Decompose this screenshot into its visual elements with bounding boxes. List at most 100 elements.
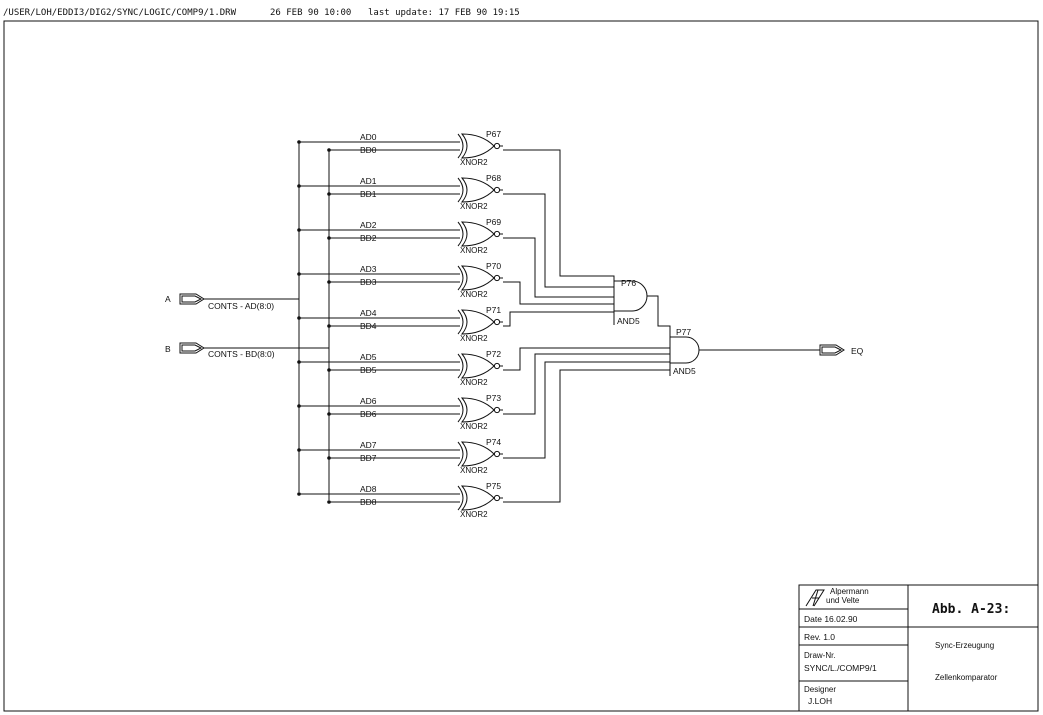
gate-type-p77: AND5 [673,366,696,376]
xnor-back-arc [457,221,464,247]
last-update: last update: 17 FEB 90 19:15 [368,8,520,18]
signal-label-a: AD7 [360,440,377,450]
inversion-bubble [493,142,501,150]
xnor-back-arc [457,485,464,511]
input-port-b: B CONTS - BD(8:0) [165,342,329,359]
xnor-back-arc [457,133,464,159]
signal-label-a: AD0 [360,132,377,142]
gate-type: XNOR2 [460,290,488,299]
port-arrow-a-inner [181,295,203,303]
and-gate-p77: P77 AND5 [669,327,700,376]
output-port-eq: EQ [819,344,864,356]
inversion-bubble [493,274,501,282]
inversion-bubble [493,230,501,238]
gate-name-p76: P76 [621,278,636,288]
signal-label-a: AD8 [360,484,377,494]
bus-label-a: CONTS - AD(8:0) [208,301,274,311]
xnor-body [460,397,495,423]
port-arrow-a [179,293,205,305]
and-body-p77 [669,336,700,364]
gate-name: P69 [486,217,501,227]
xnor-body [460,265,495,291]
gate-name: P74 [486,437,501,447]
signal-label-b: BD8 [360,497,377,507]
draw-nr-label: Draw-Nr. [804,651,836,660]
signal-label-a: AD6 [360,396,377,406]
gate-type-p76: AND5 [617,316,640,326]
wiring [503,149,820,503]
signal-label-a: AD3 [360,264,377,274]
signal-label-b: BD5 [360,365,377,375]
input-port-a: A CONTS - AD(8:0) [165,293,299,311]
gate-type: XNOR2 [460,422,488,431]
signal-label-a: AD1 [360,176,377,186]
signal-label-b: BD3 [360,277,377,287]
signal-label-a: AD4 [360,308,377,318]
signal-label-b: BD6 [360,409,377,419]
port-arrow-eq [819,344,845,356]
gate-name: P68 [486,173,501,183]
company-line-1: Alpermann [830,587,869,596]
xnor-body [460,221,495,247]
xnor-back-arc [457,353,464,379]
date-field: Date 16.02.90 [804,614,858,624]
xnor-body [460,441,495,467]
inversion-bubble [493,362,501,370]
rev-field: Rev. 1.0 [804,632,835,642]
xnor-body [460,133,495,159]
gate-type: XNOR2 [460,510,488,519]
figure-number: Abb. A-23: [932,602,1010,617]
port-label-eq: EQ [851,346,864,356]
xnor-back-arc [457,309,464,335]
xnor-body [460,353,495,379]
xnor-back-arc [457,397,464,423]
signal-label-a: AD2 [360,220,377,230]
signal-label-b: BD0 [360,145,377,155]
inversion-bubble [493,494,501,502]
plot-date: 26 FEB 90 10:00 [270,8,351,18]
xnor-body [460,309,495,335]
company-logo [805,589,825,607]
designer-value: J.LOH [808,696,832,706]
bus-label-b: CONTS - BD(8:0) [208,349,275,359]
port-label-a: A [165,294,171,304]
gate-type: XNOR2 [460,202,488,211]
xnor-gate-stack: AD0BD0P67XNOR2AD1BD1P68XNOR2AD2BD2P69XNO… [297,129,503,519]
gate-name: P75 [486,481,501,491]
inversion-bubble [493,450,501,458]
xnor-body [460,177,495,203]
gate-type: XNOR2 [460,158,488,167]
title-block: Alpermann und Velte Date 16.02.90 Rev. 1… [798,584,1039,712]
and-body-p76 [613,280,648,312]
inversion-bubble [493,186,501,194]
xnor-back-arc [457,441,464,467]
inversion-bubble [493,406,501,414]
xnor-back-arc [457,177,464,203]
gate-name: P72 [486,349,501,359]
gate-name: P70 [486,261,501,271]
gate-name: P71 [486,305,501,315]
gate-name: P67 [486,129,501,139]
gate-type: XNOR2 [460,246,488,255]
draw-nr-value: SYNC/L./COMP9/1 [804,663,877,673]
inversion-bubble [493,318,501,326]
company-line-2: und Velte [826,596,860,605]
signal-label-b: BD1 [360,189,377,199]
signal-label-b: BD7 [360,453,377,463]
and-gate-p76: P76 AND5 [613,278,648,326]
drawing-title-1: Sync-Erzeugung [935,641,994,650]
gate-name: P73 [486,393,501,403]
drawing-title-2: Zellenkomparator [935,673,998,682]
gate-type: XNOR2 [460,378,488,387]
signal-label-b: BD4 [360,321,377,331]
port-label-b: B [165,344,171,354]
port-arrow-b [179,342,205,354]
title-block-frame [798,584,1039,712]
